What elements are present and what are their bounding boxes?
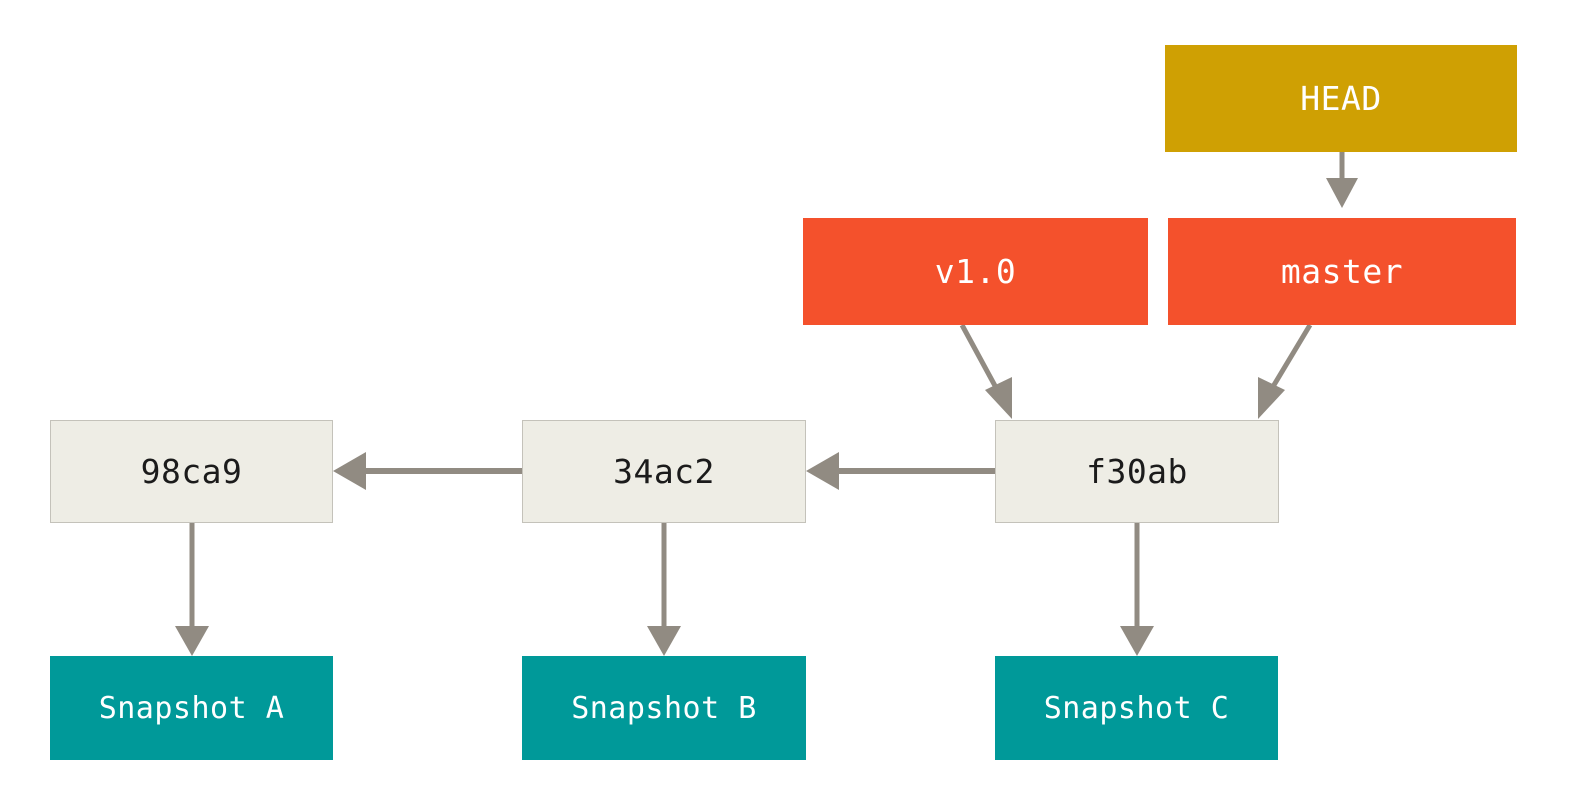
- edge-f30ab-to-34ac2: [806, 452, 995, 490]
- edge-v10-to-f30ab: [959, 323, 1012, 419]
- edge-98ca9-to-snapshot-a: [175, 523, 209, 656]
- snapshot-c-box[interactable]: Snapshot C: [995, 656, 1278, 760]
- snapshot-b-box[interactable]: Snapshot B: [522, 656, 806, 760]
- edge-head-to-master: [1326, 152, 1358, 208]
- tag-v1-0-box[interactable]: v1.0: [803, 218, 1148, 325]
- edge-34ac2-to-snapshot-b: [647, 523, 681, 656]
- edge-master-to-f30ab: [1258, 323, 1313, 419]
- edge-34ac2-to-98ca9: [333, 452, 522, 490]
- edge-f30ab-to-snapshot-c: [1120, 523, 1154, 656]
- commit-34ac2-box[interactable]: 34ac2: [522, 420, 806, 523]
- branch-master-box[interactable]: master: [1168, 218, 1516, 325]
- commit-98ca9-box[interactable]: 98ca9: [50, 420, 333, 523]
- snapshot-a-box[interactable]: Snapshot A: [50, 656, 333, 760]
- commit-f30ab-box[interactable]: f30ab: [995, 420, 1279, 523]
- head-box[interactable]: HEAD: [1165, 45, 1517, 152]
